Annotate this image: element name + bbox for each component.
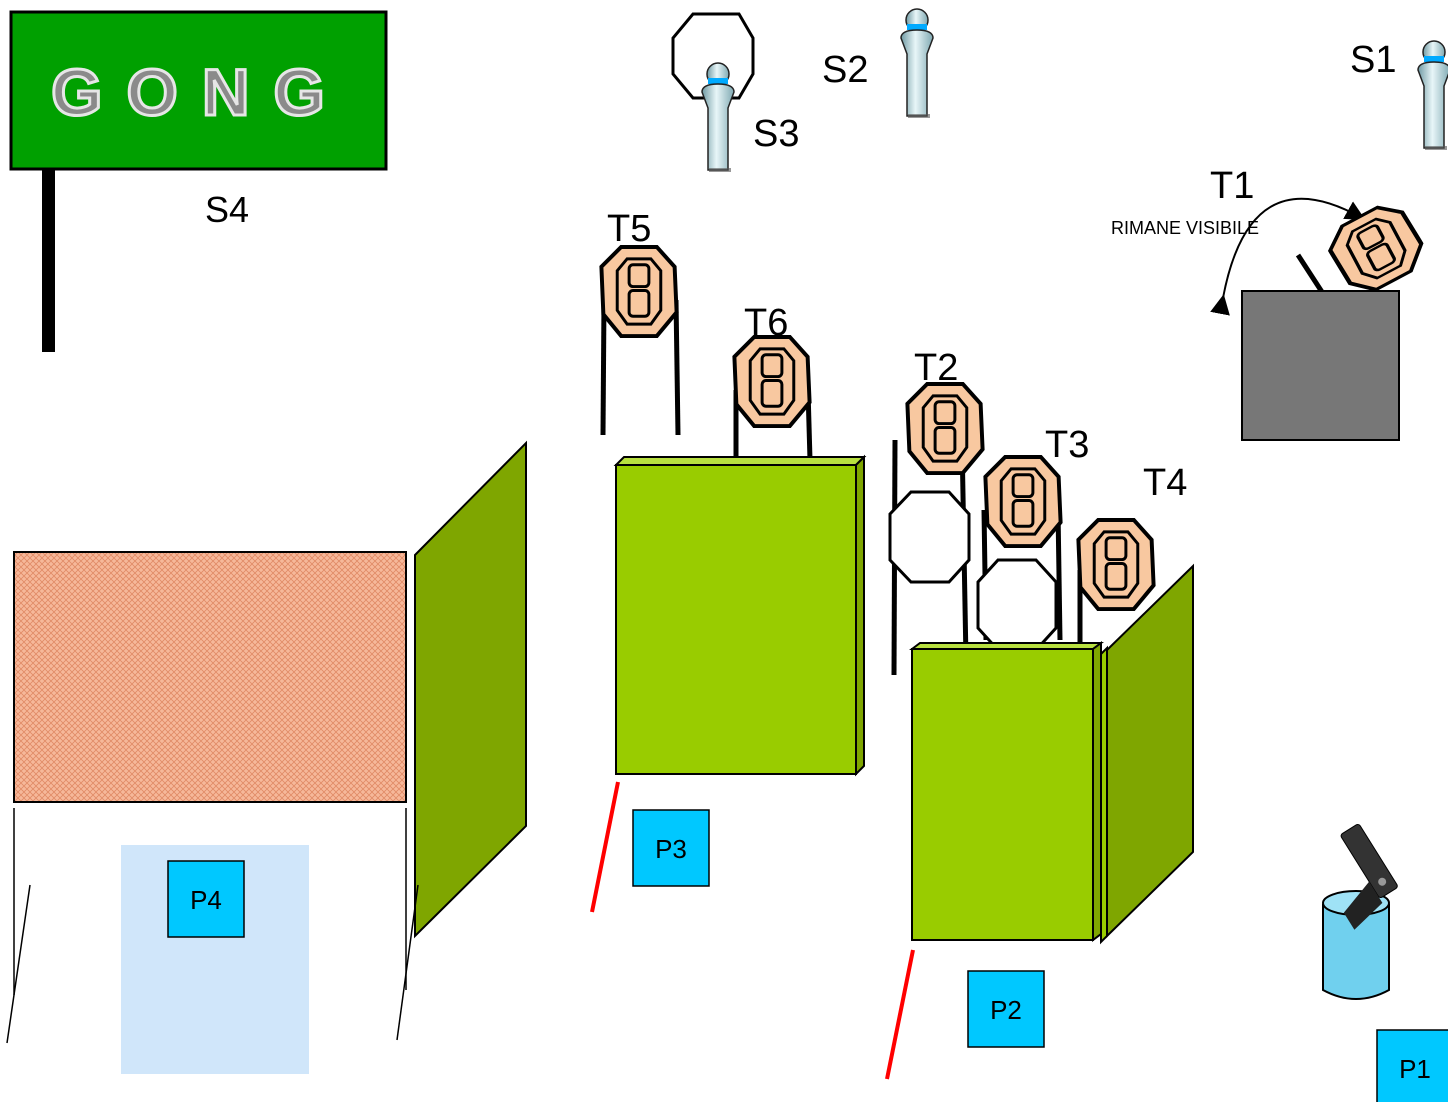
target-T1-group: T1 RIMANE VISIBILE	[1111, 165, 1431, 441]
label-P1: P1	[1399, 1054, 1431, 1084]
ipsc-target-icon	[1078, 520, 1153, 609]
gong-post	[42, 169, 55, 352]
bucket-icon	[1322, 904, 1390, 1000]
side-panel	[414, 440, 527, 939]
position-P2: P2	[967, 970, 1045, 1048]
ipsc-target-icon	[1323, 197, 1431, 300]
no-shoot-octagon-icon	[671, 12, 755, 100]
steel-popper-icon	[1417, 40, 1448, 151]
position-P1: P1	[1376, 1029, 1448, 1107]
fault-line	[590, 781, 620, 913]
label-P3: P3	[655, 834, 687, 864]
target-T4-group: T4	[1078, 462, 1187, 645]
ipsc-target-icon	[601, 247, 676, 336]
label-S2: S2	[822, 49, 868, 91]
t1-note: RIMANE VISIBILE	[1111, 218, 1259, 238]
label-P4: P4	[190, 885, 222, 915]
wall-right-green	[909, 563, 1194, 945]
label-P2: P2	[990, 995, 1022, 1025]
left-shelter	[6, 440, 527, 1074]
mover-box	[1241, 290, 1400, 441]
fault-line	[885, 949, 915, 1080]
ipsc-target-icon	[985, 457, 1060, 546]
gong-text: GONG	[51, 55, 349, 129]
steel-popper-icon	[900, 8, 934, 119]
target-T5-group: T5	[601, 208, 681, 436]
start-bucket	[1322, 823, 1398, 1000]
label-T3: T3	[1045, 424, 1089, 466]
label-S3: S3	[753, 113, 799, 155]
mesh-panel	[13, 551, 407, 803]
gong-board	[9, 10, 388, 171]
ipsc-target-icon	[907, 384, 982, 473]
label-S4: S4	[205, 189, 249, 230]
position-P3: P3	[632, 809, 710, 887]
t1-arm	[1295, 253, 1325, 294]
pistol-icon	[1340, 823, 1398, 930]
label-T4: T4	[1143, 462, 1187, 504]
ipsc-target-icon	[734, 337, 809, 426]
gong-sign: GONG S4	[9, 10, 388, 352]
label-T5: T5	[607, 208, 651, 250]
target-T6-group: T6	[734, 302, 813, 461]
wall-left-green	[613, 454, 867, 777]
no-shoot-octagon-icon	[888, 490, 971, 584]
target-T3-group: T3	[976, 424, 1089, 652]
no-shoot-octagon-icon	[976, 558, 1058, 652]
label-S1: S1	[1350, 39, 1396, 81]
label-T1: T1	[1210, 165, 1254, 207]
swing-arrow-icon	[1210, 197, 1366, 316]
target-T2-group: T2	[888, 347, 983, 676]
position-P4: P4	[167, 860, 245, 938]
